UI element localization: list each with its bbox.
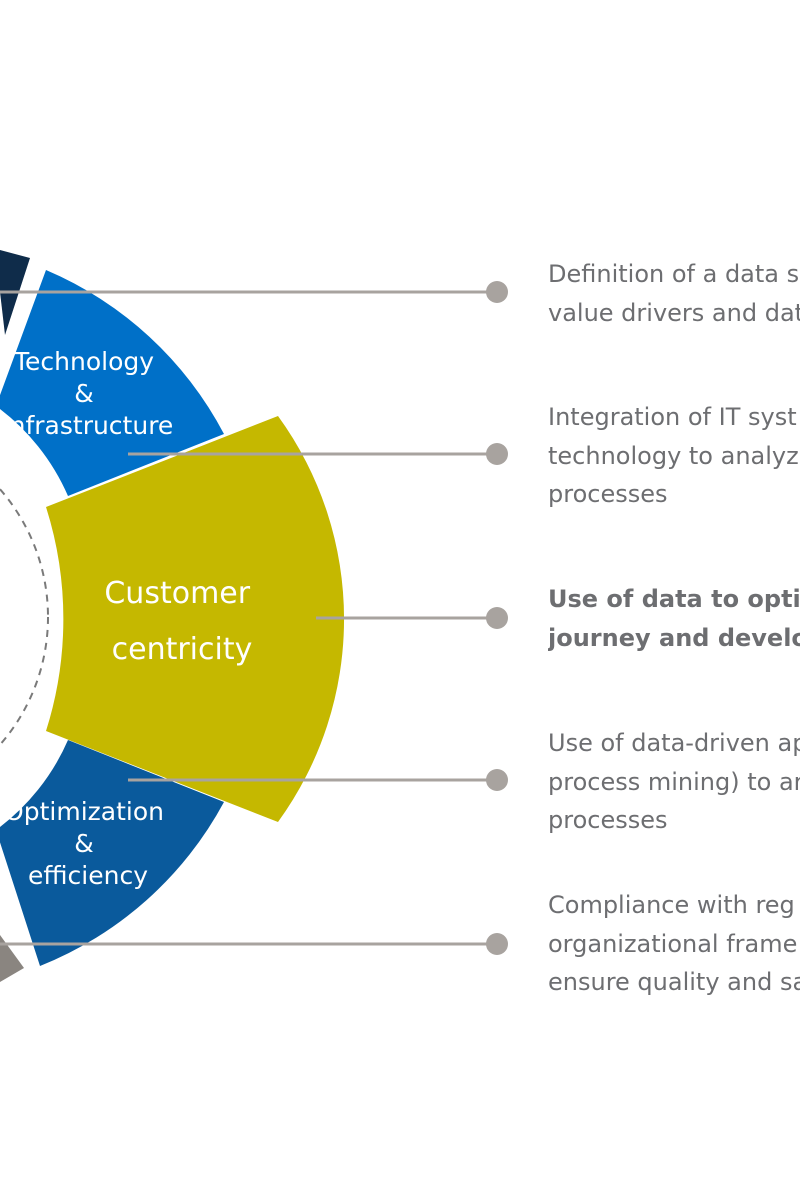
description-optimization-efficiency: Use of data-driven ap process mining) to… [548, 724, 800, 840]
label-optimization-efficiency: Optimization & efficiency [4, 797, 172, 890]
description-line: process mining) to ar [548, 767, 800, 796]
description-compliance: Compliance with reg organizational frame… [548, 886, 800, 1002]
description-customer-centricity: Use of data to optim journey and develop [548, 580, 800, 657]
connector-technology-dot [486, 443, 508, 465]
label-optimization-line-3: efficiency [28, 861, 148, 890]
description-line: ensure quality and sa [548, 968, 800, 996]
label-technology-line-2: & [74, 379, 94, 408]
description-line: processes [548, 480, 668, 508]
connector-customer-dot [486, 607, 508, 629]
connector-data-strategy-dot [486, 281, 508, 303]
segment-bottom-partial [0, 935, 24, 982]
label-technology-infrastructure: Technology & infrastructure [3, 347, 174, 440]
description-line: Use of data-driven ap [548, 729, 800, 757]
segment-customer-centricity [46, 416, 345, 822]
description-line: technology to analyz [548, 441, 799, 470]
description-line: journey and develop [548, 623, 800, 652]
description-line: processes [548, 806, 668, 834]
label-customer-centricity: Customer centricity [104, 576, 259, 667]
label-optimization-line-2: & [74, 829, 94, 858]
description-line: Definition of a data s [548, 260, 800, 288]
connector-lines [0, 281, 508, 955]
segment-technology-infrastructure [0, 270, 224, 496]
description-data-strategy: Definition of a data s value drivers and… [548, 255, 800, 332]
description-line: value drivers and dat [548, 298, 800, 327]
label-technology-line-1: Technology [13, 347, 154, 376]
segment-optimization-efficiency [0, 740, 224, 966]
label-customer-line-1: Customer [104, 576, 250, 611]
description-line: Compliance with reg [548, 891, 795, 919]
description-line: Integration of IT syst [548, 403, 797, 431]
label-technology-line-3: infrastructure [3, 411, 174, 440]
label-optimization-line-1: Optimization [4, 797, 164, 826]
description-technology-infrastructure: Integration of IT syst technology to ana… [548, 398, 800, 514]
connector-optimization-dot [486, 769, 508, 791]
inner-dashed-circle [0, 487, 49, 747]
connector-compliance-dot [486, 933, 508, 955]
label-customer-line-2: centricity [112, 632, 253, 667]
description-line: organizational frame [548, 929, 798, 958]
description-line: Use of data to optim [548, 585, 800, 613]
